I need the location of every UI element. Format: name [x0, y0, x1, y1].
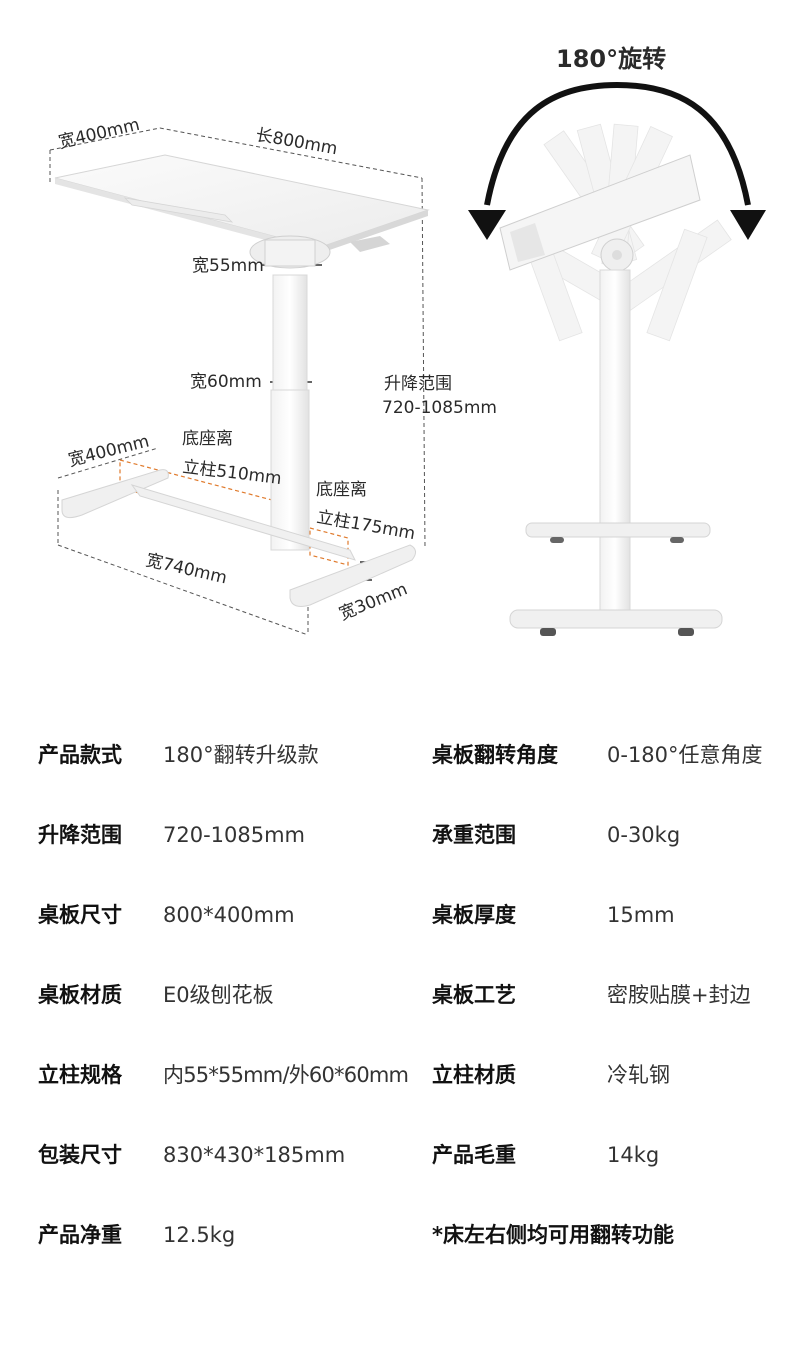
dim-base-offset-175-line2: 立柱175mm: [315, 507, 417, 544]
spec-row: 桌板尺寸 800*400mm 桌板厚度 15mm: [0, 895, 790, 935]
spec-value: 0-30kg: [607, 823, 681, 847]
spec-value: 冷轧钢: [607, 1063, 670, 1087]
spec-label: 桌板尺寸: [38, 903, 122, 927]
spec-value: 720-1085mm: [163, 823, 306, 847]
dim-base-offset-510-line2: 立柱510mm: [181, 457, 282, 489]
spec-value: 180°翻转升级款: [163, 743, 319, 767]
spec-row: 产品款式 180°翻转升级款 桌板翻转角度 0-180°任意角度: [0, 735, 790, 775]
usage-note: *床左右侧均可用翻转功能: [432, 1223, 674, 1247]
arrow-right-icon: [730, 210, 766, 240]
rotation-arc-icon: [484, 81, 751, 206]
spec-label: 产品净重: [38, 1223, 122, 1247]
rotation-title: 180°旋转: [556, 45, 666, 73]
spec-label: 包装尺寸: [38, 1143, 122, 1167]
dim-base-offset-510-line1: 底座离: [182, 429, 233, 449]
spec-label: 产品毛重: [432, 1143, 516, 1167]
spec-row: 产品净重 12.5kg *床左右侧均可用翻转功能: [0, 1215, 790, 1255]
dim-top-width: 宽400mm: [57, 115, 142, 153]
spec-value: 内55*55mm/外60*60mm: [163, 1063, 409, 1087]
spec-value: 密胺贴膜+封边: [607, 983, 751, 1007]
dim-base-length: 宽740mm: [144, 550, 229, 588]
dim-outer-column: 宽60mm: [190, 372, 262, 392]
spec-value: E0级刨花板: [163, 983, 274, 1007]
spec-row: 升降范围 720-1085mm 承重范围 0-30kg: [0, 815, 790, 855]
dim-inner-column: 宽55mm: [192, 256, 264, 276]
spec-label: 桌板翻转角度: [432, 743, 558, 767]
product-dimension-diagram: 宽400mm 长800mm 宽55mm 宽60mm 升降范围 720-1085m…: [49, 45, 766, 636]
spec-row: 立柱规格 内55*55mm/外60*60mm 立柱材质 冷轧钢: [0, 1055, 790, 1095]
spec-label: 立柱规格: [38, 1063, 122, 1087]
spec-label: 桌板材质: [38, 983, 122, 1007]
spec-value: 0-180°任意角度: [607, 743, 763, 767]
spec-value: 12.5kg: [163, 1223, 236, 1247]
spec-label: 桌板工艺: [432, 983, 516, 1007]
desk-left-view: [49, 127, 430, 636]
arrow-left-icon: [468, 210, 506, 240]
spec-value: 800*400mm: [163, 903, 295, 927]
spec-value: 14kg: [607, 1143, 660, 1167]
spec-label: 升降范围: [38, 823, 122, 847]
desk-rotation-view: 180°旋转: [468, 45, 766, 636]
dim-lift-range-title: 升降范围: [384, 374, 452, 394]
spec-label: 桌板厚度: [432, 903, 516, 927]
dim-base-offset-175-line1: 底座离: [316, 480, 367, 500]
spec-row: 包装尺寸 830*430*185mm 产品毛重 14kg: [0, 1135, 790, 1175]
dim-top-length: 长800mm: [254, 125, 339, 159]
spec-label: 产品款式: [38, 743, 122, 767]
spec-label: 立柱材质: [432, 1063, 516, 1087]
dim-base-width: 宽400mm: [66, 431, 151, 470]
dim-lift-range-value: 720-1085mm: [382, 398, 497, 418]
spec-label: 承重范围: [432, 823, 516, 847]
spec-value: 830*430*185mm: [163, 1143, 346, 1167]
spec-row: 桌板材质 E0级刨花板 桌板工艺 密胺贴膜+封边: [0, 975, 790, 1015]
spec-value: 15mm: [607, 903, 675, 927]
